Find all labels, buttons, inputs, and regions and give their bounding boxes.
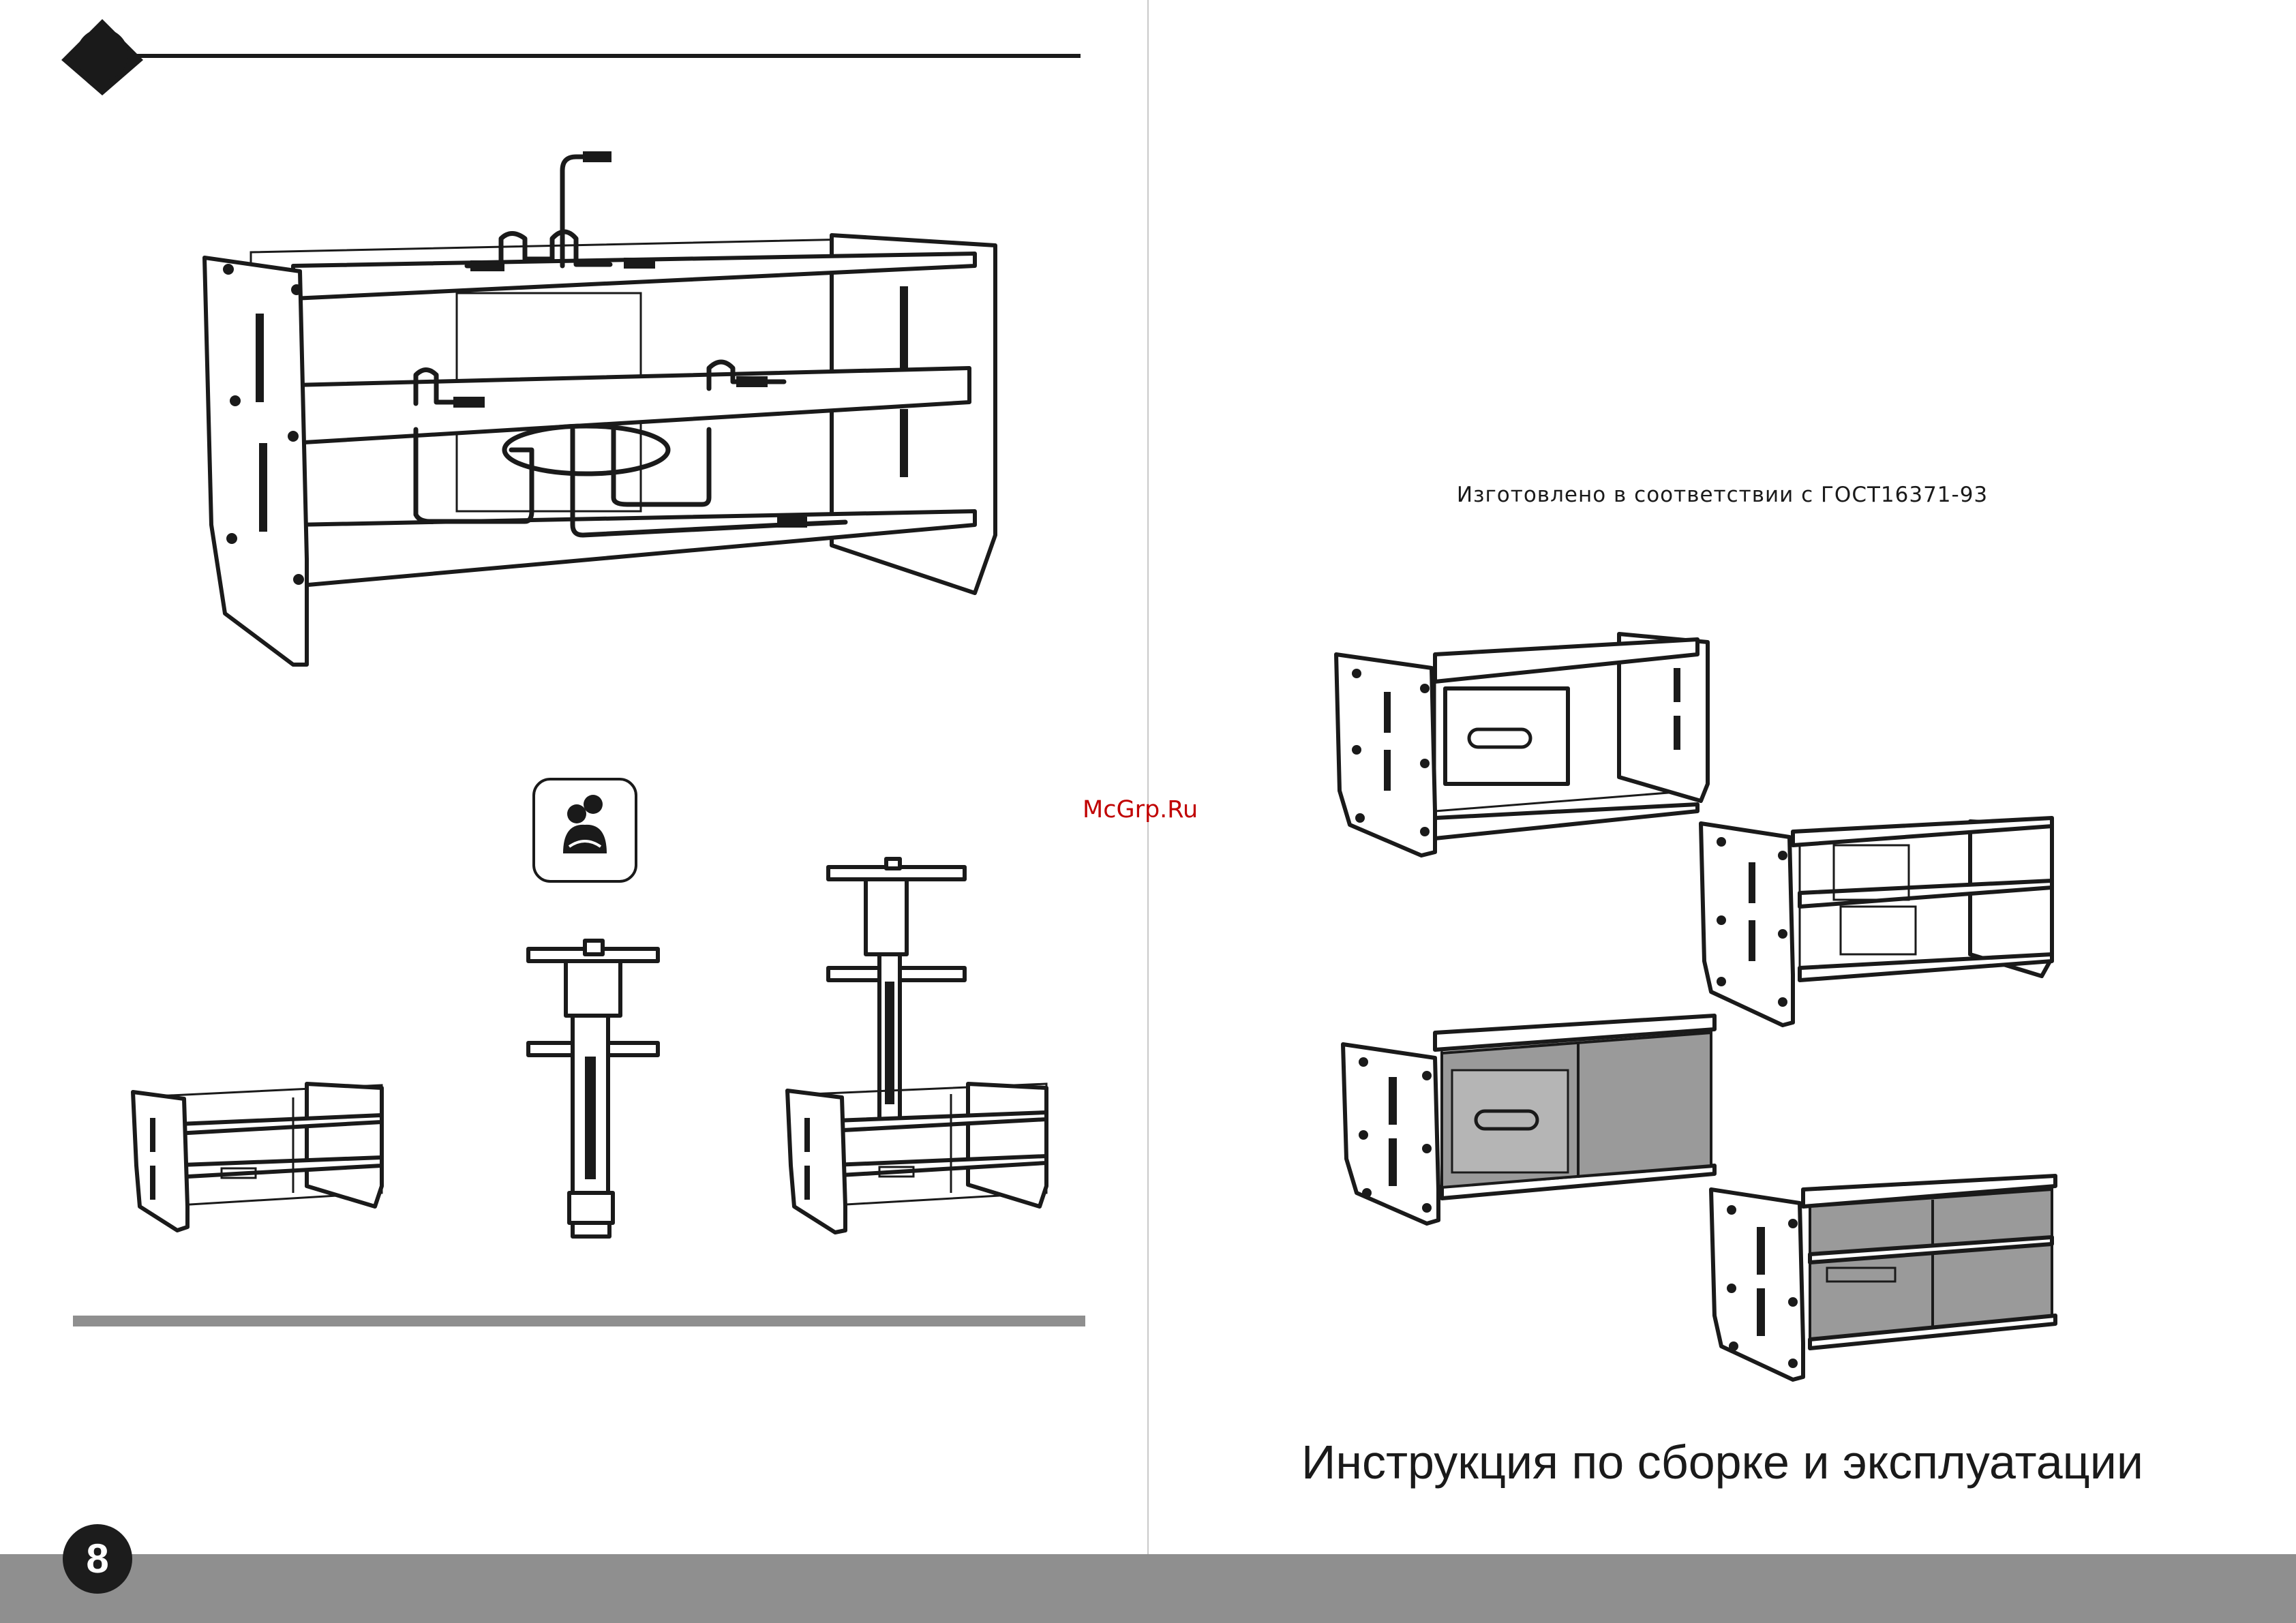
section-separator-bar (73, 1316, 1085, 1326)
product-variant-drawer-stand (1333, 613, 1715, 859)
diamond-marker-icon (0, 0, 1147, 109)
certification-note: Изготовлено в соответствии с ГОСТ16371-9… (1149, 483, 2296, 507)
stand-variant-tv-shelf (130, 1077, 389, 1234)
product-variant-open-shelf-stand (1697, 798, 2059, 1029)
document-title: Инструкция по сборке и эксплуатации (1149, 1435, 2296, 1489)
right-page: Изготовлено в соответствии с ГОСТ16371-9… (1149, 0, 2296, 1623)
footer-band (0, 1554, 2296, 1623)
watermark-link[interactable]: McGrp.Ru (1083, 796, 1198, 823)
two-people-assembly-icon (532, 777, 638, 883)
left-page (0, 0, 1147, 1623)
stand-variant-with-mount (784, 859, 1057, 1241)
product-variant-glass-door-stand (1340, 995, 1721, 1227)
product-variant-glass-shelf-stand (1708, 1152, 2069, 1384)
tv-bracket-variant (525, 934, 661, 1247)
page-number: 8 (63, 1524, 132, 1594)
cable-management-illustration (191, 143, 1009, 675)
